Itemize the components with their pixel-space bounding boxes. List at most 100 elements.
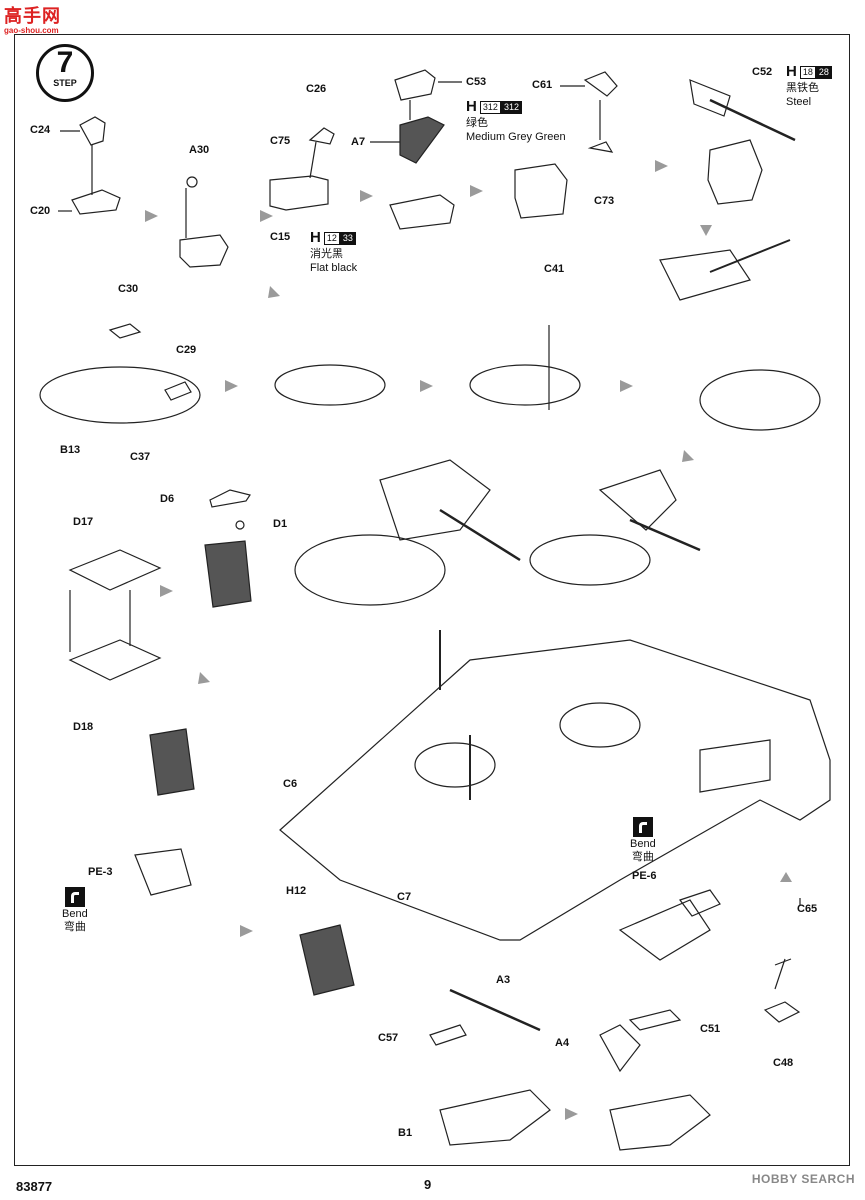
part-a7-box [399, 116, 445, 164]
page-number: 9 [424, 1177, 432, 1192]
flow-arrow [420, 380, 433, 392]
label-d17: D17 [73, 516, 94, 528]
part-c52-barrel [709, 98, 796, 142]
paint-code: 312 [500, 100, 522, 114]
paint-h-letter: H [310, 229, 321, 246]
paint-code: 33 [339, 231, 356, 245]
part-c29-drawing [164, 381, 192, 401]
part-c65-drawing [774, 958, 792, 990]
part-c73-drawing [587, 141, 614, 153]
part-c57-drawing [429, 1024, 467, 1046]
part-a3-drawing [449, 988, 541, 1032]
label-c20: C20 [30, 205, 51, 217]
label-pe3: PE-3 [88, 866, 113, 878]
part-a4-drawing [599, 1024, 641, 1073]
paint-name-en: Medium Grey Green [466, 130, 566, 143]
flow-arrow [655, 160, 668, 172]
label-c53: C53 [466, 76, 487, 88]
part-c75-box [269, 175, 329, 211]
bend-label-cn: 弯曲 [631, 851, 654, 864]
part-c24-drawing [79, 116, 106, 146]
label-c61: C61 [532, 79, 553, 91]
label-c26: C26 [306, 83, 327, 95]
step-badge: 7 STEP [36, 44, 94, 102]
jerrycan-drawing [204, 540, 252, 608]
flow-arrow [565, 1108, 578, 1120]
watermark-logo: 高手网 gao-shou.com [4, 2, 61, 35]
paint-h-letter: H [786, 63, 797, 80]
label-a4: A4 [555, 1037, 570, 1049]
part-b1-drawing [439, 1089, 551, 1146]
label-h12: H12 [286, 885, 307, 897]
part-c26-drawing [308, 127, 335, 145]
paint-name-cn: 黑铁色 [786, 81, 819, 94]
label-c48: C48 [773, 1057, 794, 1069]
hobby-search-watermark: HOBBY SEARCH [751, 1172, 855, 1186]
flow-arrow [700, 225, 712, 236]
flow-arrow [780, 872, 792, 882]
part-a30-drawing [186, 176, 198, 188]
part-d1-drawing [235, 520, 245, 530]
label-c65: C65 [797, 903, 818, 915]
label-c24: C24 [30, 124, 51, 136]
watermark-subtitle: gao-shou.com [4, 26, 59, 35]
label-pe6: PE-6 [632, 870, 657, 882]
bend-icon [64, 887, 85, 907]
label-c73: C73 [594, 195, 615, 207]
label-c6: C6 [283, 778, 298, 790]
flow-arrow [268, 286, 280, 298]
step-number: 7 [56, 46, 74, 79]
part-c53-drawing [394, 69, 436, 101]
part-d6-drawing [209, 489, 251, 508]
watermark-title: 高手网 [4, 6, 61, 26]
label-c7: C7 [397, 891, 412, 903]
flow-arrow [225, 380, 238, 392]
paint-name-cn: 绿色 [466, 116, 488, 129]
part-pe3-drawing [134, 848, 192, 896]
label-c51: C51 [700, 1023, 721, 1035]
bend-note-pe3: Bend 弯曲 [62, 887, 88, 934]
bend-label-en: Bend [62, 908, 88, 920]
page-frame [14, 34, 850, 1166]
hull-drawing [279, 639, 831, 941]
paint-name-en: Steel [786, 95, 812, 108]
label-a3: A3 [496, 974, 511, 986]
label-c29: C29 [176, 344, 197, 356]
paint-code: 312 [479, 100, 501, 114]
bend-label-en: Bend [630, 838, 656, 850]
label-b13: B13 [60, 444, 81, 456]
label-b1: B1 [398, 1127, 413, 1139]
label-d6: D6 [160, 493, 175, 505]
label-c41: C41 [544, 263, 565, 275]
label-a30: A30 [189, 144, 210, 156]
flow-arrow [260, 210, 273, 222]
paint-name-en: Flat black [310, 261, 358, 274]
label-d1: D1 [273, 518, 288, 530]
part-c51-drawing [628, 1009, 682, 1031]
flow-arrow [198, 672, 210, 684]
part-c20-drawing [71, 189, 121, 215]
step-word: STEP [53, 78, 77, 88]
paint-code: 18 [799, 65, 816, 79]
label-c52: C52 [752, 66, 773, 78]
paint-name-cn: 消光黑 [310, 247, 343, 260]
ring-b13 [39, 366, 201, 424]
label-c15: C15 [270, 231, 291, 243]
flow-arrow [682, 450, 694, 462]
part-c48-drawing [763, 1001, 801, 1023]
part-c61-drawing [583, 71, 618, 97]
flow-arrow [470, 185, 483, 197]
part-c30-drawing [108, 323, 142, 339]
label-c37: C37 [130, 451, 151, 463]
label-c75: C75 [270, 135, 291, 147]
flow-arrow [160, 585, 173, 597]
label-c57: C57 [378, 1032, 399, 1044]
flow-arrow [145, 210, 158, 222]
bend-icon [632, 817, 653, 837]
flow-arrow [620, 380, 633, 392]
flow-arrow [240, 925, 253, 937]
